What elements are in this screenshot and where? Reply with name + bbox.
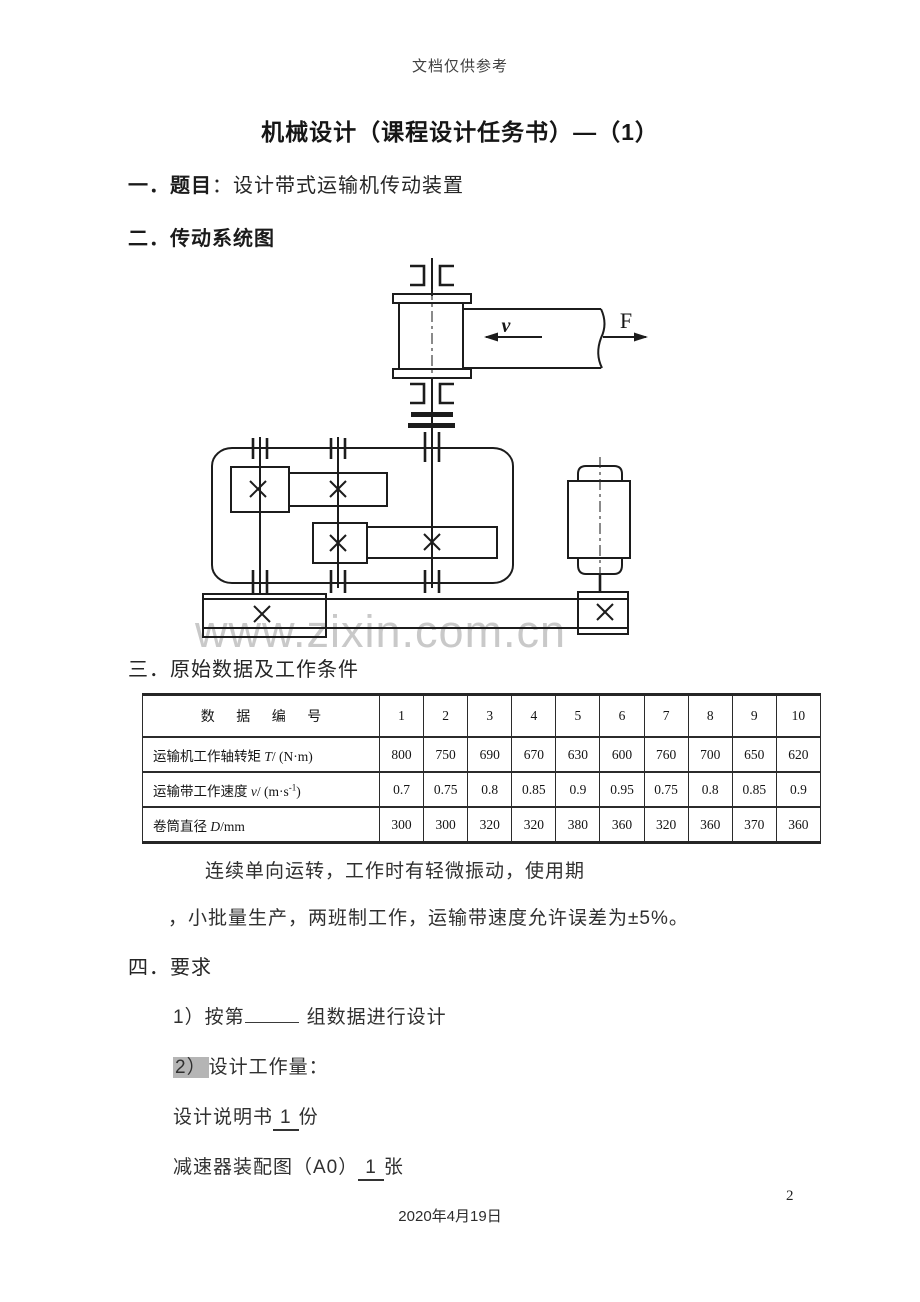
header-note: 文档仅供参考 [411,58,508,75]
velocity-arrow [484,332,498,342]
table-column-header: 10 [775,693,822,738]
filled-blank: 1 [273,1107,299,1131]
table-column-header: 4 [511,693,557,738]
table-cell: 0.95 [599,771,645,808]
gear-2 [288,472,388,507]
condition-line-2: ，小批量生产，两班制工作，运输带速度允许误差为±5%。 [168,908,689,929]
table-cell: 600 [599,736,645,773]
table-cell: 320 [511,806,557,843]
table-cell: 320 [467,806,513,843]
requirement-3-unit: 份 [298,1107,319,1128]
requirement-item-2: 2）设计工作量： [173,1052,329,1079]
table-cell: 360 [599,806,645,843]
blank-underline [244,1004,299,1023]
table-column-header: 8 [687,693,733,738]
table-column-header: 6 [599,693,645,738]
table-row-label: 运输带工作速度 v/ (m·s-1) [142,771,380,808]
bearing-icon [410,264,454,287]
table-cell: 630 [555,736,601,773]
table-cell: 370 [731,806,777,843]
requirement-4-unit: 张 [383,1157,404,1178]
section-3-heading: 三．原始数据及工作条件 [128,659,359,681]
table-cell: 320 [643,806,689,843]
force-arrow [634,332,648,342]
table-cell: 0.8 [467,771,513,808]
table-header-label: 数 据 编 号 [142,693,380,738]
filled-blank: 1 [358,1157,384,1181]
table-cell: 0.7 [378,771,425,808]
gear-reducer [211,432,514,594]
table-cell: 620 [775,736,822,773]
footer-date: 2020年4月19日 [398,1208,502,1225]
requirement-1-tail: 组数据进行设计 [306,1007,447,1028]
condition-line-1: 连续单向运转，工作时有轻微振动，使用期 [205,861,586,882]
section-1-heading: 一．题目：设计带式运输机传动装置 [128,169,464,198]
table-row-label: 运输机工作轴转矩 T/ (N·m) [142,736,380,773]
table-cell: 360 [775,806,822,843]
table-cell: 650 [731,736,777,773]
force-label: F [620,308,632,333]
section-4-heading: 四．要求 [128,957,212,979]
table-row-label: 卷筒直径 D/mm [142,806,380,843]
velocity-label: v [502,315,512,337]
gear-4 [366,526,498,559]
table-cell: 300 [423,806,469,843]
table-cell: 800 [378,736,425,773]
table-cell: 0.75 [643,771,689,808]
highlighted-number: 2） [173,1057,209,1078]
table-cell: 380 [555,806,601,843]
bearing-icon [410,382,454,405]
page-number: 2 [786,1188,794,1204]
table-cell: 0.85 [731,771,777,808]
conveyor-drum-assembly: v F [392,258,648,384]
table-cell: 700 [687,736,733,773]
gear-3 [312,522,368,564]
belt-pulley-large [202,593,327,638]
coupling [408,378,455,588]
table-cell: 0.75 [423,771,469,808]
table-column-header: 9 [731,693,777,738]
table-cell: 0.8 [687,771,733,808]
table-cell: 760 [643,736,689,773]
table-cell: 0.9 [775,771,822,808]
motor [567,457,631,593]
table-column-header: 3 [467,693,513,738]
transmission-diagram: v F [202,258,648,638]
table-column-header: 7 [643,693,689,738]
table-column-header: 5 [555,693,601,738]
table-column-header: 2 [423,693,469,738]
table-cell: 670 [511,736,557,773]
section-2-heading: 二．传动系统图 [128,228,275,250]
belt-drive [202,591,629,638]
table-cell: 360 [687,806,733,843]
watermark-text: www.zixin.com.cn [195,606,567,657]
requirement-4-text: 减速器装配图（A0） [173,1157,359,1178]
table-column-header: 1 [378,693,425,738]
section-1-text: ：设计带式运输机传动装置 [212,175,464,197]
section-1-label: 一．题目 [128,175,212,197]
table-cell: 690 [467,736,513,773]
table-cell: 300 [378,806,425,843]
page-title: 机械设计（课程设计任务书）—（1） [261,119,659,145]
requirement-3-text: 设计说明书 [173,1107,274,1128]
table-cell: 750 [423,736,469,773]
requirement-2-text: 设计工作量： [208,1057,329,1078]
requirement-1-text: 1）按第 [173,1007,245,1028]
requirement-item-1: 1）按第 组数据进行设计 [173,1002,447,1029]
belt-pulley-small [577,591,629,635]
table-cell: 0.85 [511,771,557,808]
table-cell: 0.9 [555,771,601,808]
